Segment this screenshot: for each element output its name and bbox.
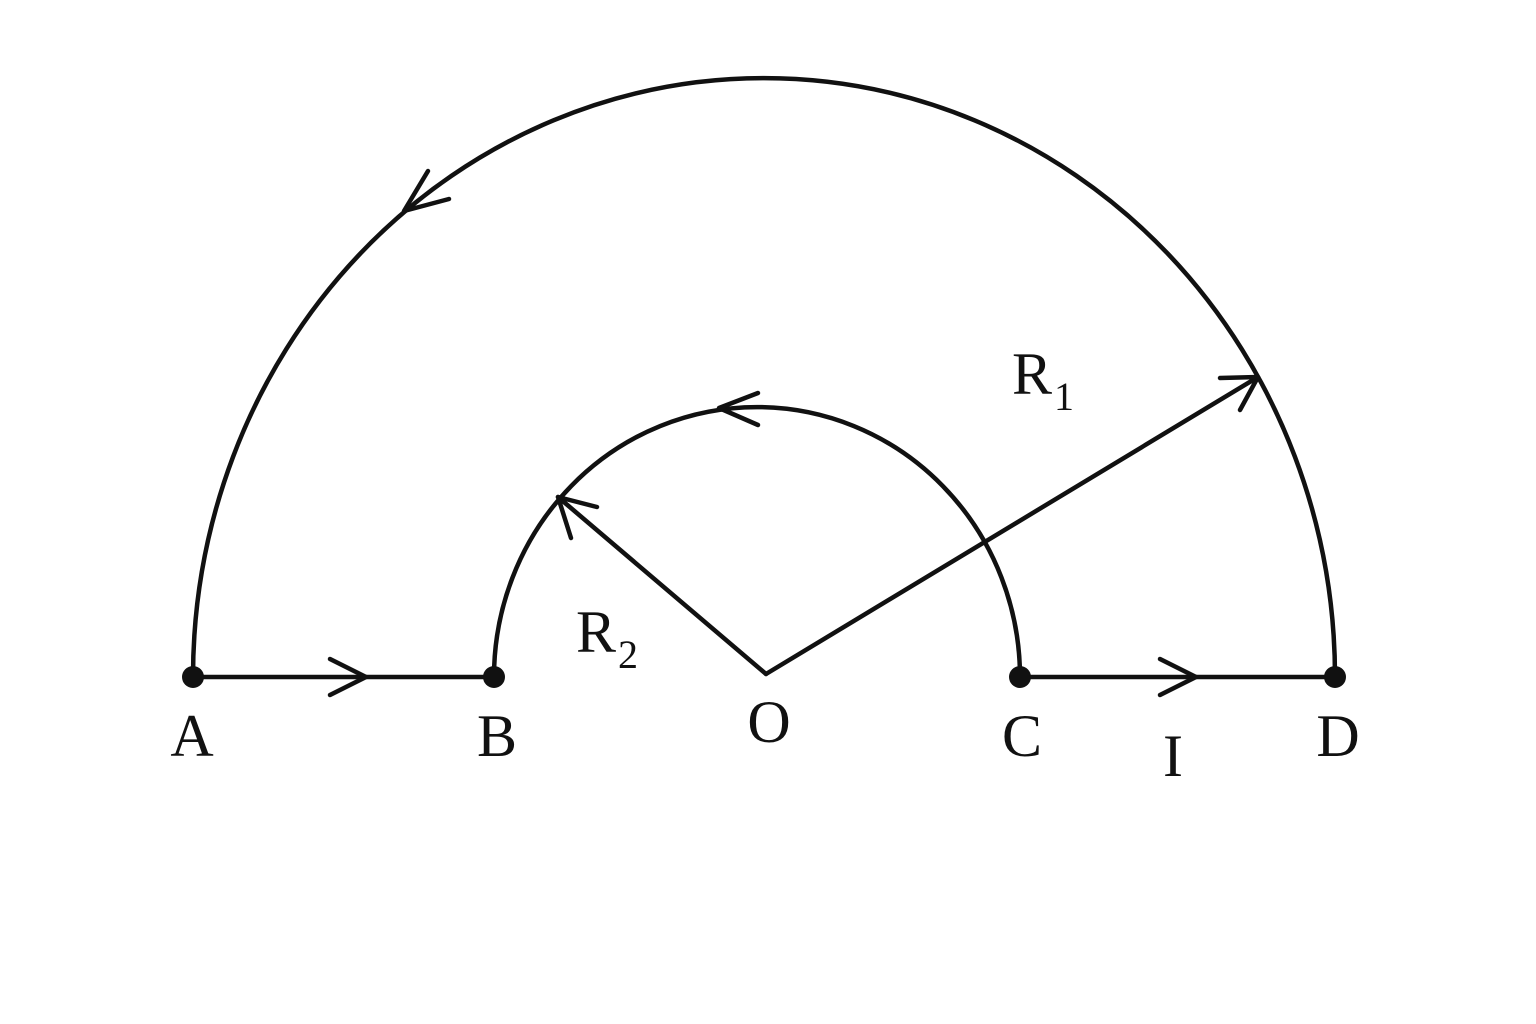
- label-radius-r2: R2: [576, 599, 638, 677]
- point-b-dot: [483, 666, 505, 688]
- point-a-dot: [182, 666, 204, 688]
- label-radius-r1-sub: 1: [1054, 374, 1074, 419]
- label-point-d: D: [1316, 703, 1359, 769]
- point-d-dot: [1324, 666, 1346, 688]
- arrowhead-c-d: [1157, 656, 1199, 698]
- label-point-o: O: [747, 689, 790, 755]
- label-radius-r1-main: R: [1012, 341, 1052, 407]
- arrowhead-radius-r1: [1217, 374, 1261, 413]
- arrowhead-radius-r2: [555, 494, 600, 541]
- arrowhead-outer-arc: [401, 168, 452, 214]
- point-c-dot: [1009, 666, 1031, 688]
- inner-arc-wire: [491, 404, 1023, 680]
- radius-r2-line: [555, 494, 769, 677]
- label-point-c: C: [1002, 703, 1042, 769]
- label-point-a: A: [170, 703, 213, 769]
- arrowhead-a-b: [327, 656, 369, 698]
- label-point-b: B: [477, 703, 517, 769]
- arrowhead-inner-arc: [716, 390, 761, 428]
- radius-r1-line: [763, 374, 1261, 677]
- label-radius-r2-sub: 2: [618, 632, 638, 677]
- label-radius-r2-main: R: [576, 599, 616, 665]
- label-current: I: [1163, 723, 1183, 789]
- outer-arc-wire: [190, 75, 1338, 680]
- label-radius-r1: R1: [1012, 341, 1074, 419]
